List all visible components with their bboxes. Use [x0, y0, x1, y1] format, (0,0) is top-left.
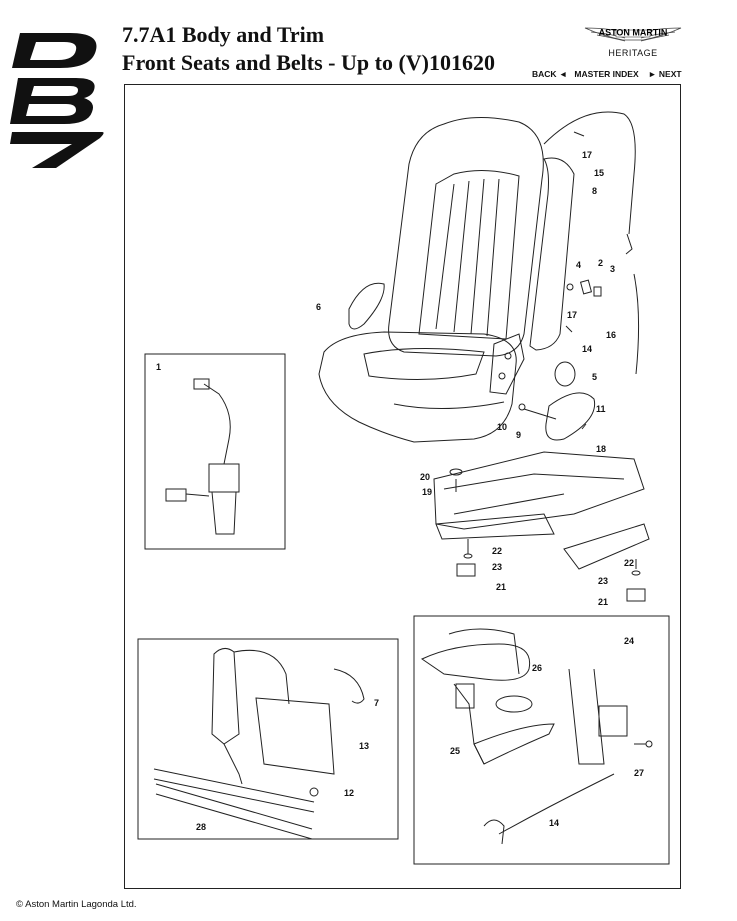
next-link[interactable]: ► NEXT [648, 69, 682, 79]
callout-label: 21 [496, 582, 506, 592]
side-trim [348, 282, 385, 330]
callout-label: 18 [596, 444, 606, 454]
callout-label: 19 [422, 487, 432, 497]
callout-label: 25 [450, 746, 460, 756]
brand-name: ASTON MARTIN [599, 28, 668, 38]
callout-label: 15 [594, 168, 604, 178]
aston-martin-wings-icon: ASTON MARTIN [584, 28, 682, 42]
seat-frame [433, 451, 645, 530]
db7-logo-icon [10, 33, 104, 168]
brand-heritage: HERITAGE [608, 48, 658, 58]
back-link[interactable]: BACK ◄ [532, 69, 568, 79]
callout-label: 4 [576, 260, 581, 270]
page-subtitle: Front Seats and Belts - Up to (V)101620 [122, 50, 495, 75]
callout-label: 2 [598, 258, 603, 268]
callout-label: 27 [634, 768, 644, 778]
callout-label: 8 [592, 186, 597, 196]
seat-cushion [318, 331, 517, 443]
seat-back-panel [529, 157, 575, 351]
callout-label: 24 [624, 636, 634, 646]
seat-backrest [388, 116, 544, 357]
callout-label: 23 [598, 576, 608, 586]
callout-label: 7 [374, 698, 379, 708]
callout-label: 23 [492, 562, 502, 572]
diagram-frame [124, 84, 681, 889]
callout-label: 14 [549, 818, 559, 828]
callout-label: 11 [596, 404, 606, 414]
callout-label: 22 [624, 558, 634, 568]
callout-label: 13 [359, 741, 369, 751]
callout-label: 20 [420, 472, 430, 482]
callout-label: 6 [316, 302, 321, 312]
callout-label: 16 [606, 330, 616, 340]
callout-label: 10 [497, 422, 507, 432]
callout-label: 22 [492, 546, 502, 556]
callout-label: 1 [156, 362, 161, 372]
callout-label: 3 [610, 264, 615, 274]
callout-label: 17 [582, 150, 592, 160]
page-title: 7.7A1 Body and Trim [122, 22, 325, 47]
callout-label: 12 [344, 788, 354, 798]
callout-label: 21 [598, 597, 608, 607]
side-cover [545, 392, 596, 441]
master-index-link[interactable]: MASTER INDEX [574, 69, 639, 79]
callout-label: 9 [516, 430, 521, 440]
parts-diagram: 17 15 8 2 3 4 6 17 16 14 5 11 10 9 18 20… [137, 111, 670, 865]
nav-bar: BACK ◄ MASTER INDEX ► NEXT [532, 69, 682, 79]
copyright-text: © Aston Martin Lagonda Ltd. [16, 899, 137, 910]
callout-label: 26 [532, 663, 542, 673]
callout-label: 17 [567, 310, 577, 320]
callout-label: 14 [582, 344, 592, 354]
callout-label: 28 [196, 822, 206, 832]
callout-label: 5 [592, 372, 597, 382]
